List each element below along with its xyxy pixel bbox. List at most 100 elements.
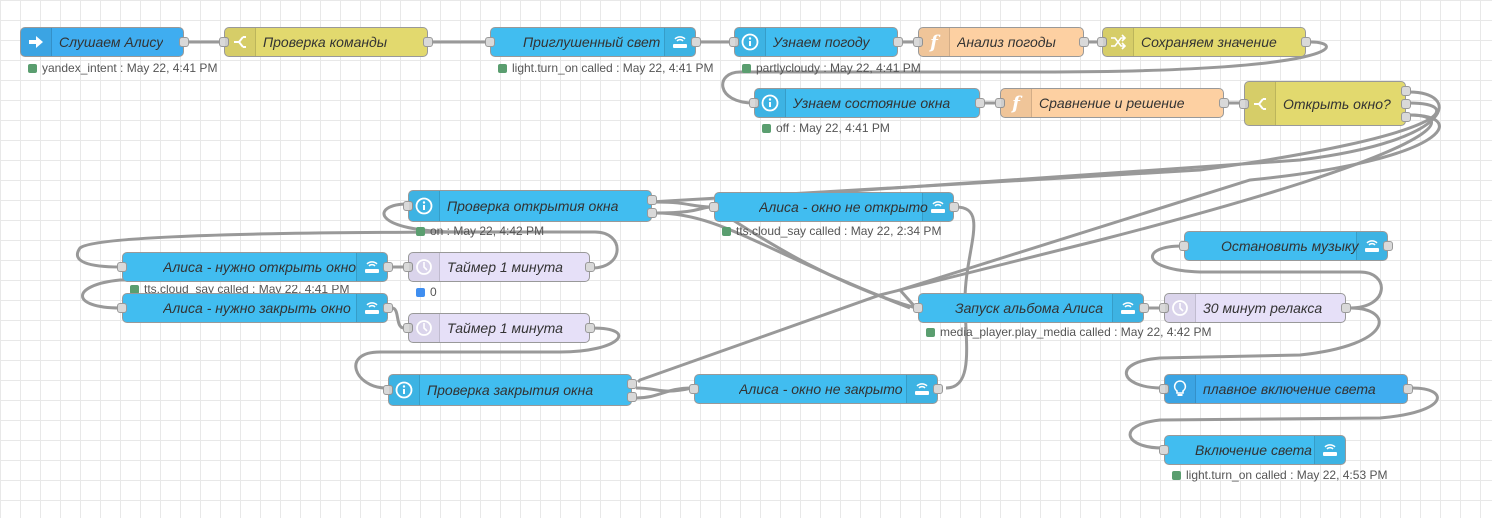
output-port[interactable] [423,37,433,47]
node-light-on[interactable]: Включение света [1159,435,1346,465]
node-label: Проверка открытия окна [447,198,619,214]
input-port[interactable] [117,303,127,313]
input-port[interactable] [689,384,699,394]
node-alice-window-not-closed[interactable]: Алиса - окно не закрыто [689,374,943,404]
output-port[interactable] [585,262,595,272]
output-port[interactable] [383,303,393,313]
input-port[interactable] [1097,37,1107,47]
output-port[interactable] [179,37,189,47]
output-port[interactable] [1079,37,1089,47]
wire [655,200,713,209]
input-port[interactable] [117,262,127,272]
node-dim-light[interactable]: Приглушенный свет [485,27,701,57]
node-listen-alice[interactable]: Слушаем Алису [20,27,189,57]
status-text: tts.cloud_say called : May 22, 2:34 PM [736,224,942,238]
input-port[interactable] [1159,384,1169,394]
output-port[interactable] [691,37,701,47]
output-port[interactable] [647,195,657,205]
node-check-window-open[interactable]: Проверка открытия окна [403,190,657,222]
output-port[interactable] [647,208,657,218]
input-port[interactable] [383,385,393,395]
arrow-right-icon [21,28,52,56]
node-check-window-closed[interactable]: Проверка закрытия окна [383,374,637,406]
node-alice-window-not-opened[interactable]: Алиса - окно не открыто [709,192,959,222]
node-open-window-switch[interactable]: Открыть окно? [1239,81,1411,126]
node-label: Алиса - нужно открыть окно [163,259,357,275]
node-label: Остановить музыку [1221,238,1359,254]
status-text: on : May 22, 4:42 PM [430,224,545,238]
node-save-value[interactable]: Сохраняем значение [1097,27,1311,57]
router-icon [356,253,387,281]
node-smooth-light-on[interactable]: плавное включение света [1159,374,1413,404]
node-relax-30min[interactable]: 30 минут релакса [1159,293,1351,323]
input-port[interactable] [913,303,923,313]
output-port[interactable] [1401,99,1411,109]
node-status: 0 [416,285,437,299]
node-stop-music[interactable]: Остановить музыку [1179,231,1393,261]
input-port[interactable] [749,98,759,108]
output-port[interactable] [949,202,959,212]
input-port[interactable] [729,37,739,47]
node-weather-analysis[interactable]: f Анализ погоды [913,27,1089,57]
status-text: media_player.play_media called : May 22,… [940,325,1212,339]
input-port[interactable] [1179,241,1189,251]
node-label: Открыть окно? [1283,96,1391,112]
output-port[interactable] [1401,86,1411,96]
function-icon: f [1001,89,1032,117]
input-port[interactable] [485,37,495,47]
node-alice-need-open[interactable]: Алиса - нужно открыть окно [117,252,393,282]
input-port[interactable] [219,37,229,47]
output-port[interactable] [1219,98,1229,108]
input-port[interactable] [403,323,413,333]
status-dot [130,285,139,293]
node-label: Проверка команды [263,34,388,50]
bulb-icon [1165,375,1196,403]
input-port[interactable] [709,202,719,212]
node-status: tts.cloud_say called : May 22, 2:34 PM [722,224,941,238]
node-label: Запуск альбома Алиса [955,300,1104,316]
output-port[interactable] [1401,112,1411,122]
status-text: light.turn_on called : May 22, 4:41 PM [512,61,714,75]
output-port[interactable] [975,98,985,108]
output-port[interactable] [1341,303,1351,313]
input-port[interactable] [1159,445,1169,455]
node-label: Анализ погоды [957,34,1056,50]
info-icon [409,191,440,221]
node-compare-decide[interactable]: f Сравнение и решение [995,88,1229,118]
output-port[interactable] [893,37,903,47]
output-port[interactable] [383,262,393,272]
input-port[interactable] [403,262,413,272]
input-port[interactable] [403,201,413,211]
node-timer-1min-b[interactable]: Таймер 1 минута [403,313,595,343]
status-text: yandex_intent : May 22, 4:41 PM [42,61,218,75]
output-port[interactable] [1301,37,1311,47]
node-status: light.turn_on called : May 22, 4:53 PM [1172,468,1387,482]
output-port[interactable] [627,379,637,389]
status-dot [762,123,771,133]
timer-icon [1165,294,1196,322]
wire [711,205,917,310]
output-port[interactable] [585,323,595,333]
input-port[interactable] [913,37,923,47]
wire [897,113,1441,309]
node-get-weather[interactable]: Узнаем погоду [729,27,903,57]
node-label: Алиса - окно не закрыто [739,381,903,397]
wire [635,386,693,400]
input-port[interactable] [1239,99,1249,109]
output-port[interactable] [1383,241,1393,251]
node-timer-1min-a[interactable]: Таймер 1 минута [403,252,595,282]
output-port[interactable] [627,392,637,402]
node-label: плавное включение света [1203,381,1376,397]
node-alice-need-close[interactable]: Алиса - нужно закрыть окно [117,293,393,323]
node-window-state[interactable]: Узнаем состояние окна [749,88,985,118]
input-port[interactable] [1159,303,1169,313]
output-port[interactable] [933,384,943,394]
node-play-album[interactable]: Запуск альбома Алиса [913,293,1149,323]
input-port[interactable] [995,98,1005,108]
output-port[interactable] [1139,303,1149,313]
timer-icon [409,314,440,342]
node-check-command[interactable]: Проверка команды [219,27,433,57]
router-icon [1314,436,1345,464]
status-dot [416,287,425,297]
output-port[interactable] [1403,384,1413,394]
